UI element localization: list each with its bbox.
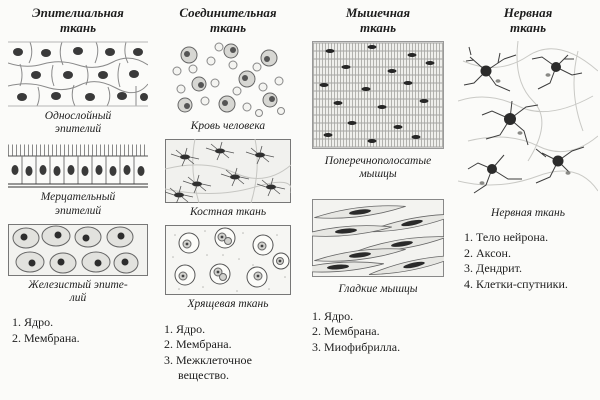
legend-epithelial: 1. Ядро. 2. Мембрана. (12, 315, 154, 346)
figure-caption: Кровь человека (190, 119, 266, 132)
legend-item: 1. Ядро. (12, 315, 54, 330)
figure-caption: Однослойный эпителий (44, 109, 112, 136)
figure-glandular-epithelium: Железистый эпите- лий (8, 223, 148, 311)
figure-caption: Нервная ткань (491, 206, 565, 219)
figure-ciliated-epithelium: Мерцательный эпителий (8, 142, 148, 223)
human-blood-illustration (172, 42, 285, 117)
legend-item: 3. Дендрит. (464, 261, 522, 276)
legend-nervous: 1. Тело нейрона. 2. Аксон. 3. Дендрит. 4… (464, 230, 600, 292)
figure-single-layer-epithelium: Однослойный эпителий (8, 41, 148, 142)
legend-item: 2. Мембрана. (12, 330, 80, 345)
legend-item: 1. Ядро. (312, 308, 354, 323)
figure-caption: Хрящевая ткань (187, 298, 269, 311)
figure-smooth-muscles: Гладкие мышцы (312, 199, 444, 304)
legend-item: 1. Тело нейрона. (464, 230, 549, 245)
column-title-connective: Соединительная ткань (179, 5, 277, 35)
legend-item: 3. Миофибрилла. (312, 339, 401, 354)
legend-item: 2. Мембрана. (312, 324, 380, 339)
smooth-muscles-illustration (312, 199, 444, 278)
bone-tissue-illustration (165, 139, 291, 204)
nervous-tissue-illustration (458, 40, 598, 194)
column-connective: Соединительная ткань Кровь человека (154, 4, 302, 400)
legend-item: 2. Мембрана. (164, 337, 232, 352)
legend-connective: 1. Ядро. 2. Мембрана. 3. Межклеточное ве… (164, 322, 302, 384)
column-nervous: Нервная ткань (454, 4, 600, 400)
figure-caption: Мерцательный эпителий (40, 191, 116, 217)
legend-item: 1. Ядро. (164, 321, 206, 336)
column-title-epithelial: Эпителиальная ткань (32, 5, 124, 35)
legend-muscle: 1. Ядро. 2. Мембрана. 3. Миофибрилла. (312, 309, 454, 356)
column-title-nervous: Нервная ткань (503, 5, 553, 35)
legend-item: 3. Межклеточное вещество. (164, 352, 252, 383)
striated-muscles-illustration (312, 40, 444, 149)
figure-cartilage-tissue: Хрящевая ткань (165, 225, 291, 317)
figure-caption: Гладкие мышцы (338, 283, 418, 296)
legend-item: 4. Клетки-спутники. (464, 276, 568, 291)
figure-bone-tissue: Костная ткань (165, 139, 291, 225)
column-epithelial: Эпителиальная ткань Однослойный эпители (2, 4, 154, 400)
column-title-muscle: Мышечная ткань (345, 5, 411, 35)
figure-caption: Железистый эпите- лий (28, 278, 128, 304)
cartilage-tissue-illustration (165, 225, 291, 296)
figure-caption: Поперечнополосатые мышцы (324, 154, 432, 181)
glandular-epithelium-illustration (8, 223, 148, 276)
column-muscle: Мышечная ткань Поперечнополосатые мышцы (302, 4, 454, 400)
single-layer-epithelium-illustration (8, 41, 148, 107)
legend-item: 2. Аксон. (464, 245, 511, 260)
figure-striated-muscles: Поперечнополосатые мышцы (312, 40, 444, 189)
figure-human-blood: Кровь человека (169, 41, 287, 139)
figure-nervous-tissue: Нервная ткань (458, 40, 598, 226)
ciliated-epithelium-illustration (8, 144, 148, 188)
figure-caption: Костная ткань (189, 206, 267, 219)
